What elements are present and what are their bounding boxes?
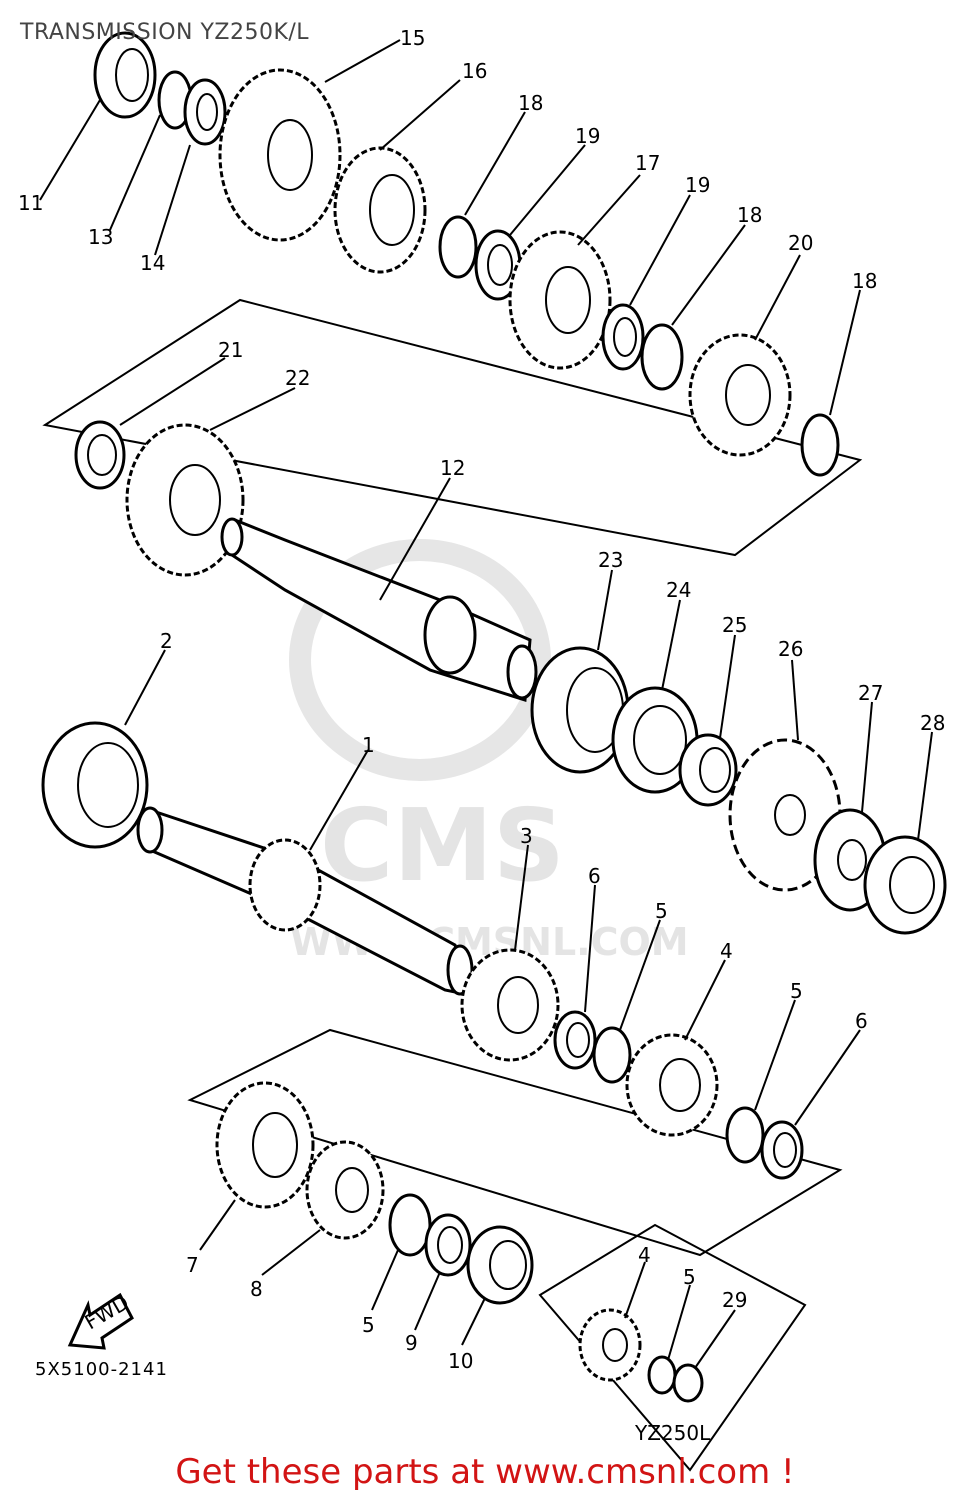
callout-5b: 5	[790, 979, 803, 1003]
bearing-11	[93, 31, 157, 119]
callout-17: 17	[635, 151, 660, 175]
circlip-5c	[388, 1193, 432, 1257]
circlip-18a	[438, 215, 478, 279]
gear-4	[625, 1033, 719, 1137]
callout-labels: 11 13 14 15 16 18 19 17 19 18 20 18 21 2…	[18, 26, 945, 1373]
callout-inset-4: 4	[638, 1243, 651, 1267]
gear-16	[333, 146, 427, 274]
lower-assembly-frame	[187, 1028, 843, 1257]
collar-25	[678, 733, 738, 807]
callout-28: 28	[920, 711, 945, 735]
oil-seal-24	[611, 686, 699, 794]
callout-16: 16	[462, 59, 487, 83]
washer-6a	[553, 1010, 597, 1070]
circlip-5b	[725, 1106, 765, 1164]
callout-9: 9	[405, 1331, 418, 1355]
callout-6b: 6	[855, 1009, 868, 1033]
circlip-18c	[800, 413, 840, 477]
nut-28	[863, 835, 947, 935]
upper-assembly-frame	[42, 298, 863, 557]
inset-collar-29	[672, 1363, 704, 1403]
diagram-code: 5X5100-2141	[35, 1359, 168, 1380]
page-title: TRANSMISSION YZ250K/L	[20, 20, 310, 45]
callout-25: 25	[722, 613, 747, 637]
callout-10: 10	[448, 1349, 473, 1373]
gear-20	[688, 333, 792, 457]
callout-27: 27	[858, 681, 883, 705]
callout-18c: 18	[852, 269, 877, 293]
callout-15: 15	[400, 26, 425, 50]
callout-8: 8	[250, 1277, 263, 1301]
gear-22	[125, 423, 245, 577]
callout-3: 3	[520, 824, 533, 848]
washer-9	[424, 1213, 472, 1277]
washer-14	[183, 78, 227, 146]
callout-5c: 5	[362, 1313, 375, 1337]
callout-7: 7	[186, 1253, 199, 1277]
callout-19a: 19	[575, 124, 600, 148]
gear-7	[215, 1081, 315, 1209]
gear-8	[305, 1140, 385, 1240]
callout-23: 23	[598, 548, 623, 572]
callout-18a: 18	[518, 91, 543, 115]
callout-5a: 5	[655, 899, 668, 923]
inset-label: YZ250L	[634, 1421, 711, 1445]
gear-17	[508, 230, 612, 370]
callout-1: 1	[362, 733, 375, 757]
drive-axle-1	[136, 806, 474, 997]
callout-18b: 18	[737, 203, 762, 227]
callout-21: 21	[218, 338, 243, 362]
callout-12: 12	[440, 456, 465, 480]
callout-6a: 6	[588, 864, 601, 888]
inset-gear-4	[578, 1308, 642, 1382]
callout-11: 11	[18, 191, 43, 215]
needle-bearing-10	[466, 1225, 534, 1305]
callout-13: 13	[88, 225, 113, 249]
washer-19b	[601, 303, 645, 371]
fwd-arrow-icon: FWD	[67, 1290, 134, 1350]
callout-19b: 19	[685, 173, 710, 197]
footer-link-text[interactable]: Get these parts at www.cmsnl.com !	[175, 1452, 795, 1492]
circlip-5a	[592, 1026, 632, 1084]
washer-6b	[760, 1120, 804, 1180]
washer-19a	[474, 229, 522, 301]
washer-21	[74, 420, 126, 490]
callout-24: 24	[666, 578, 691, 602]
inset-circlip-5	[647, 1355, 677, 1395]
callout-29: 29	[722, 1288, 747, 1312]
leader-lines	[39, 39, 933, 1369]
callout-26: 26	[778, 637, 803, 661]
callout-14: 14	[140, 251, 165, 275]
callout-inset-5: 5	[683, 1265, 696, 1289]
bearing-2	[41, 721, 149, 849]
gear-3	[460, 948, 560, 1062]
callout-22: 22	[285, 366, 310, 390]
callout-20: 20	[788, 231, 813, 255]
callout-2: 2	[160, 629, 173, 653]
main-axle-12	[220, 517, 538, 702]
circlip-18b	[640, 323, 684, 391]
bearing-23	[530, 646, 630, 774]
yz250l-inset-frame	[538, 1223, 807, 1472]
callout-4: 4	[720, 939, 733, 963]
gear-15	[218, 68, 342, 242]
